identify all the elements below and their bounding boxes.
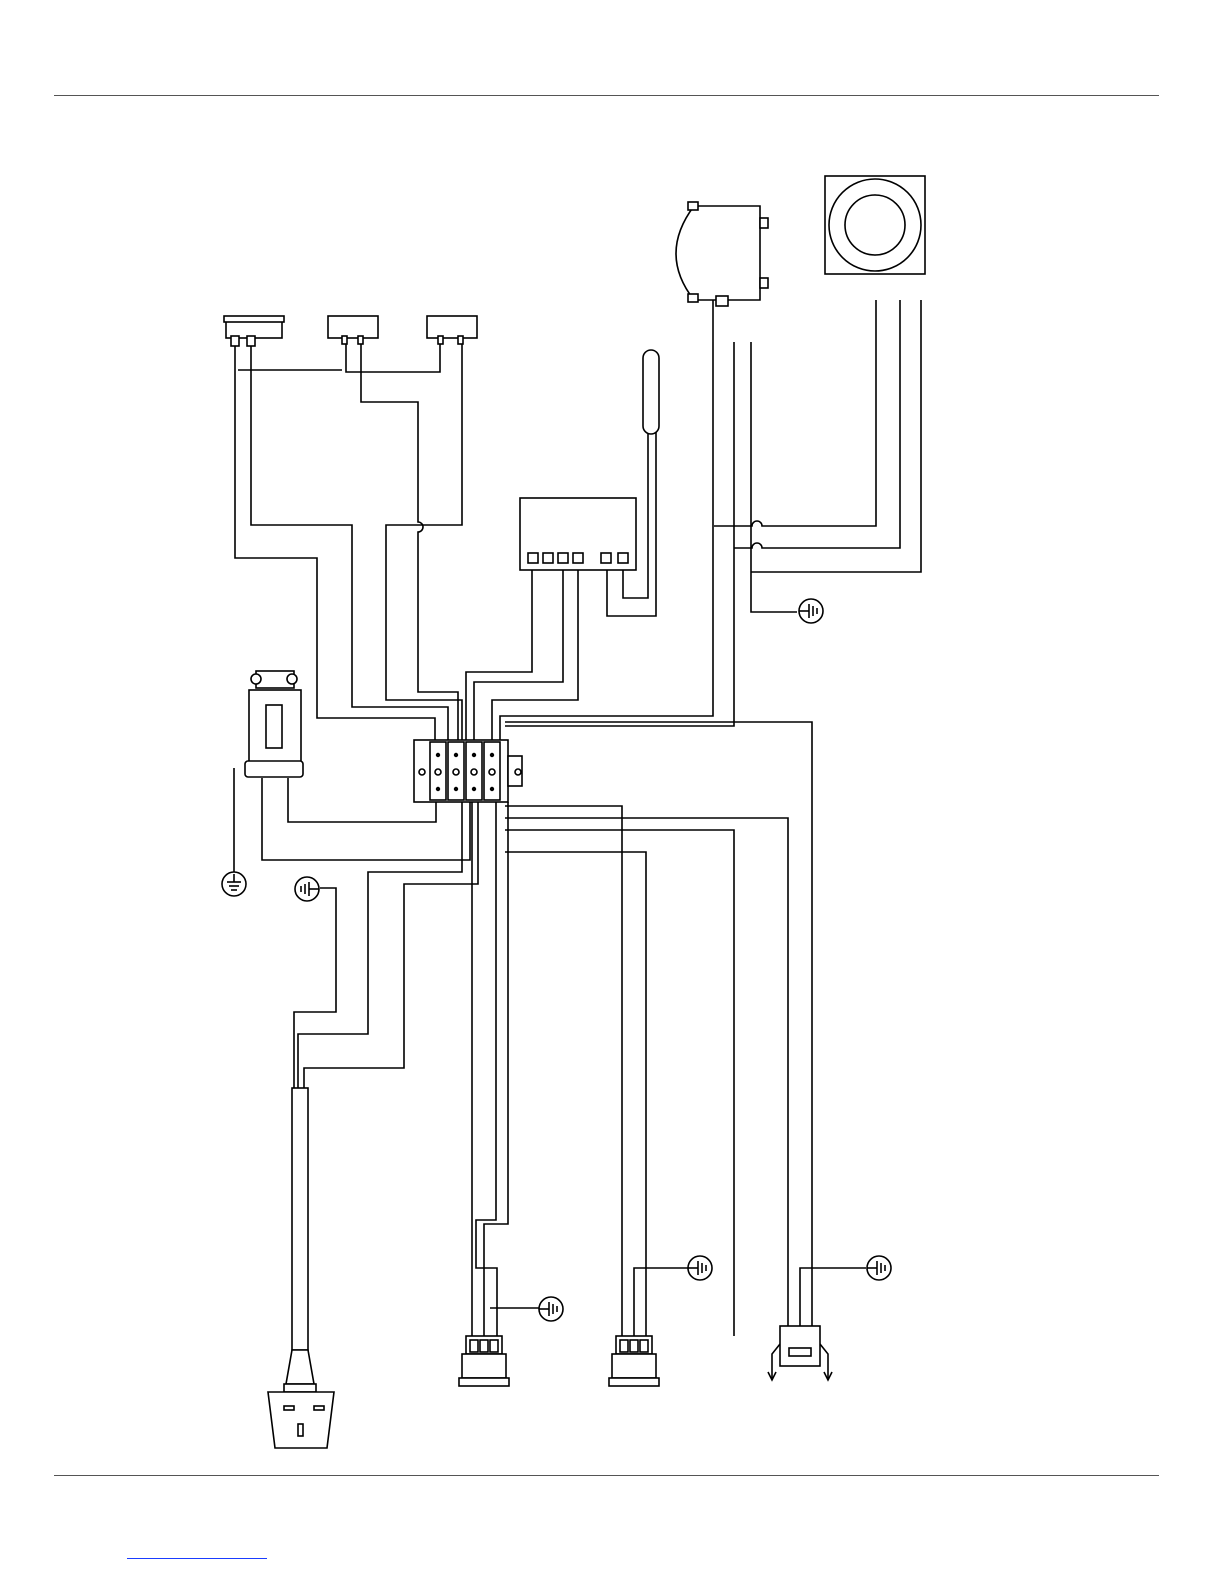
pressure-switch	[245, 671, 303, 777]
heating-element-connector	[768, 1326, 832, 1380]
indicator-lamp	[427, 316, 477, 344]
mains-plug	[268, 1088, 334, 1448]
terminal-block	[414, 740, 522, 802]
ground-symbol	[867, 1256, 891, 1280]
control-display	[520, 498, 636, 570]
connector	[459, 1336, 509, 1386]
thermostat-switch	[224, 316, 284, 346]
ground-symbol	[222, 872, 246, 896]
ground-symbol	[539, 1297, 563, 1321]
wires	[234, 300, 921, 1336]
connector	[609, 1336, 659, 1386]
ground-symbol	[799, 599, 823, 623]
cooling-fan	[825, 176, 925, 274]
pump-motor	[676, 202, 768, 342]
indicator-lamp	[328, 316, 378, 344]
ground-symbol	[688, 1256, 712, 1280]
ground-symbol	[295, 877, 319, 901]
temperature-probe	[643, 350, 659, 434]
